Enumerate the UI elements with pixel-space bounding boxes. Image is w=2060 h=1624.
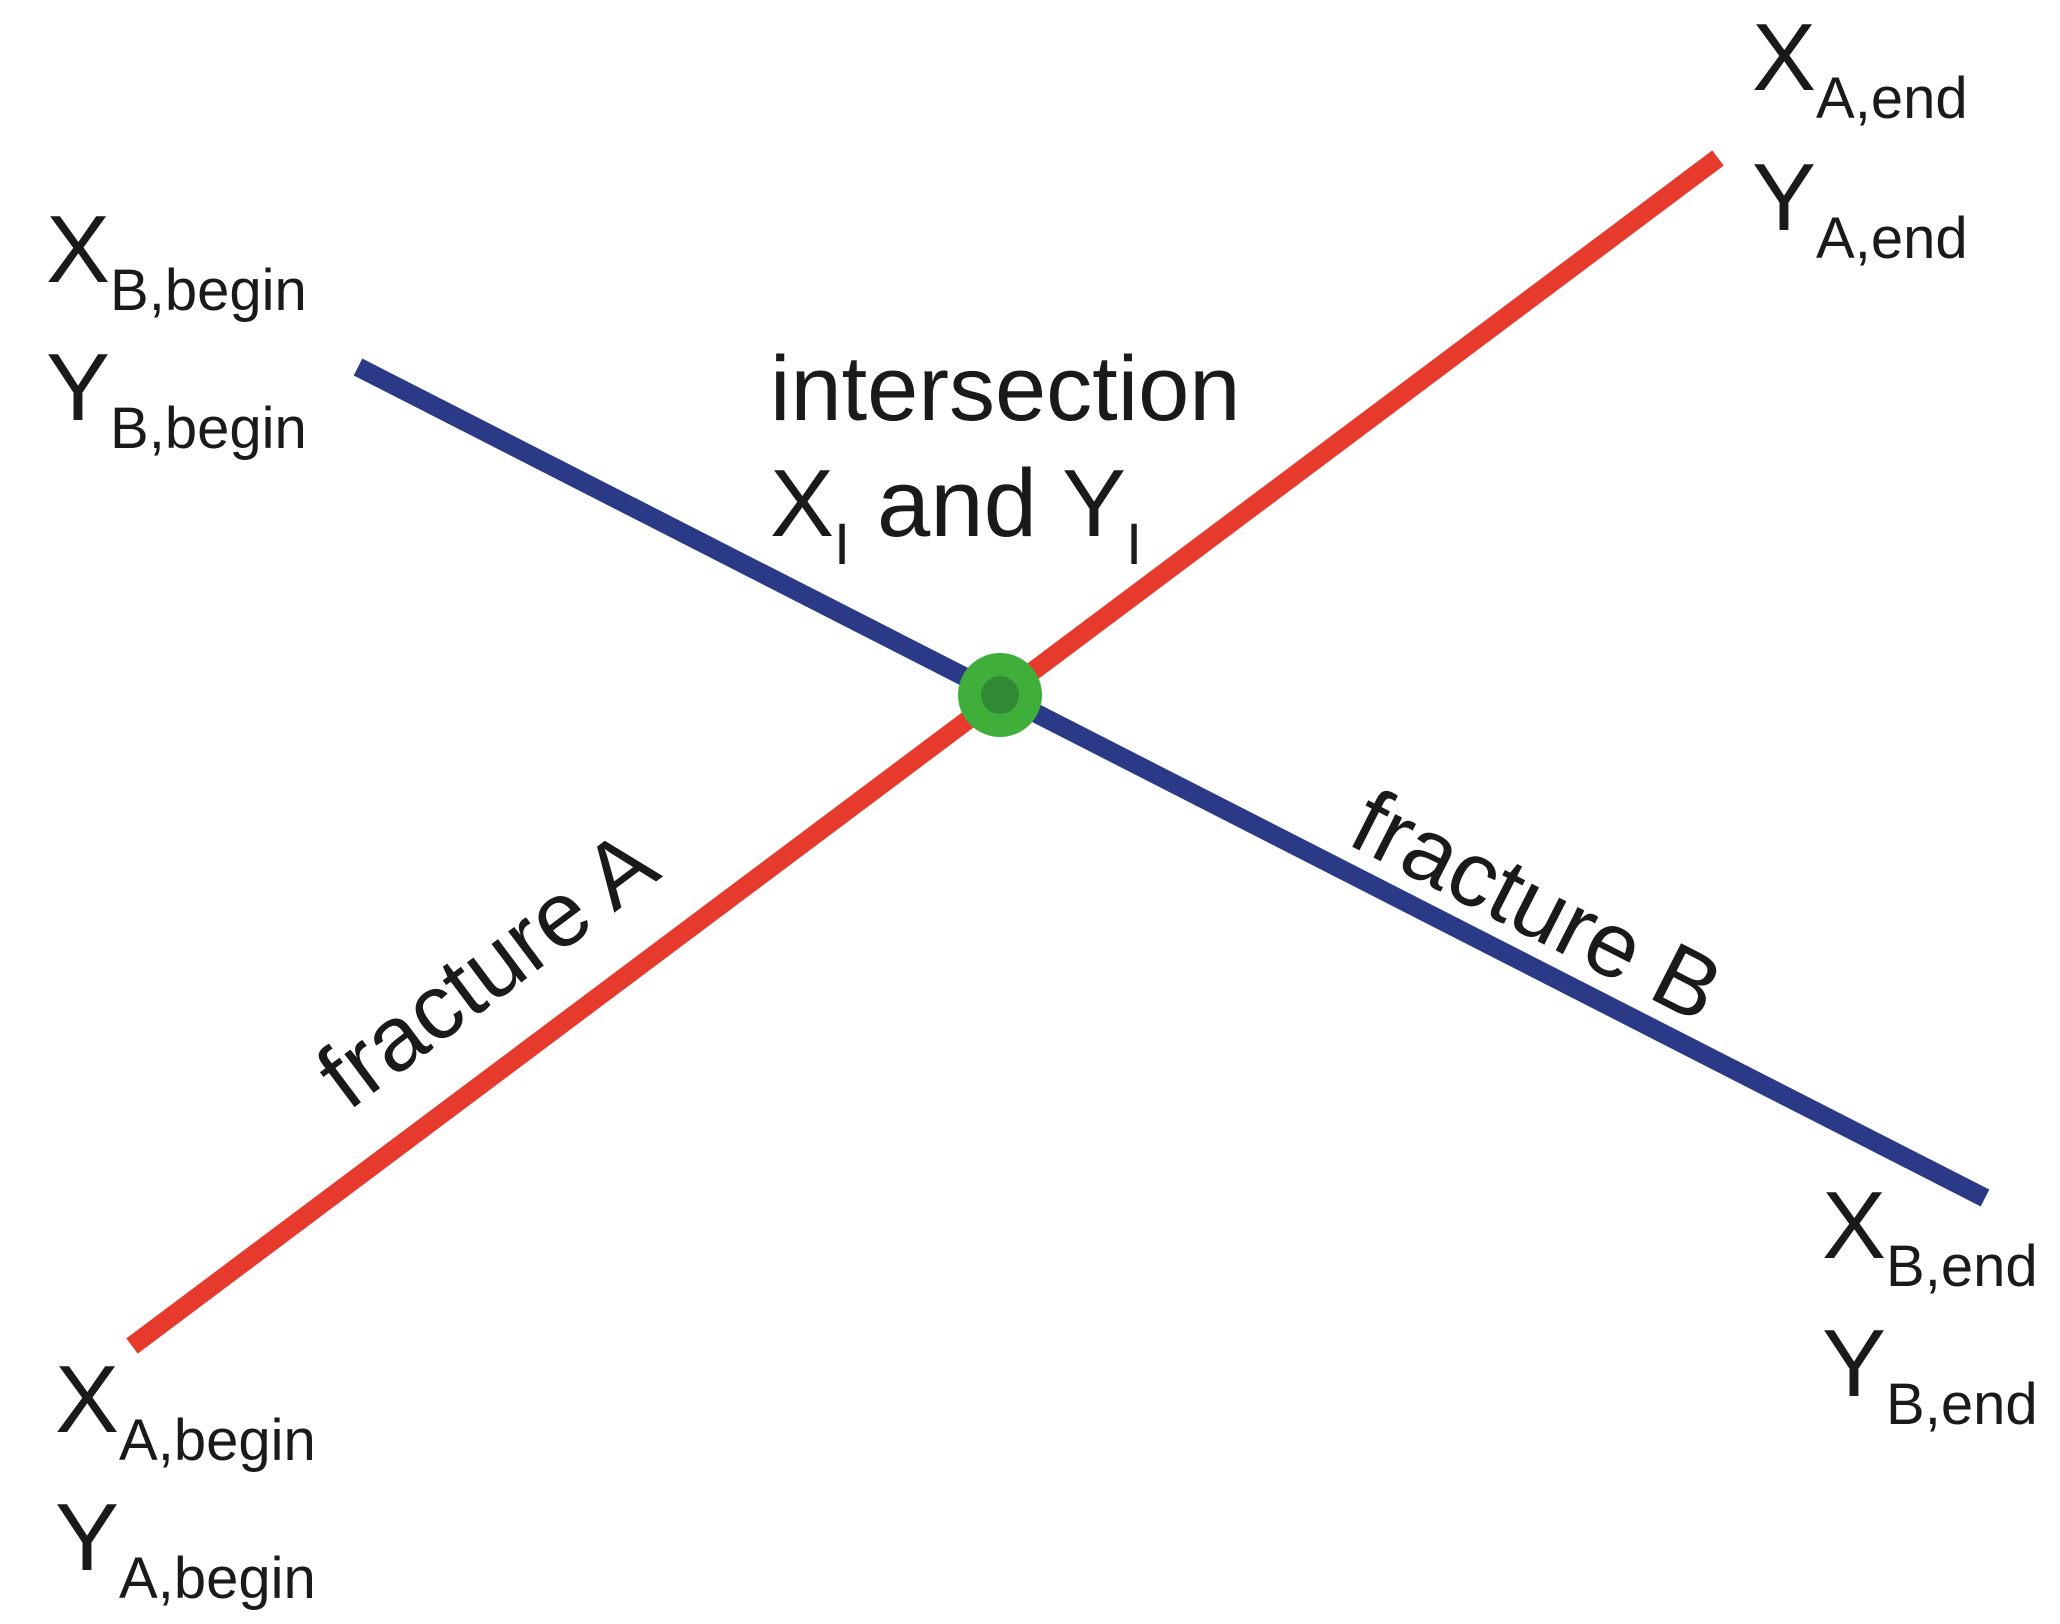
- fracture-a-line: [126, 150, 1724, 1354]
- intersection-coordinates: XI and YI: [770, 450, 1142, 577]
- y-b-begin-label: YB,begin: [46, 334, 307, 461]
- intersection-title: intersection: [770, 338, 1240, 440]
- fracture-b-line: [353, 358, 1990, 1207]
- y-b-end-label: YB,end: [1822, 1310, 2038, 1437]
- fracture-a-begin-label: XA,begin YA,begin: [55, 1346, 316, 1611]
- intersection-marker-inner: [981, 676, 1019, 714]
- fracture-b-end-label: XB,end YB,end: [1822, 1172, 2038, 1437]
- x-b-end-label: XB,end: [1822, 1172, 2038, 1299]
- fracture-a-end-label: XA,end YA,end: [1752, 4, 1968, 271]
- y-a-begin-label: YA,begin: [55, 1484, 316, 1611]
- x-a-end-label: XA,end: [1752, 4, 1968, 131]
- y-a-end-label: YA,end: [1752, 144, 1968, 271]
- x-a-begin-label: XA,begin: [55, 1346, 316, 1473]
- x-b-begin-label: XB,begin: [46, 196, 307, 323]
- fracture-b-begin-label: XB,begin YB,begin: [46, 196, 307, 461]
